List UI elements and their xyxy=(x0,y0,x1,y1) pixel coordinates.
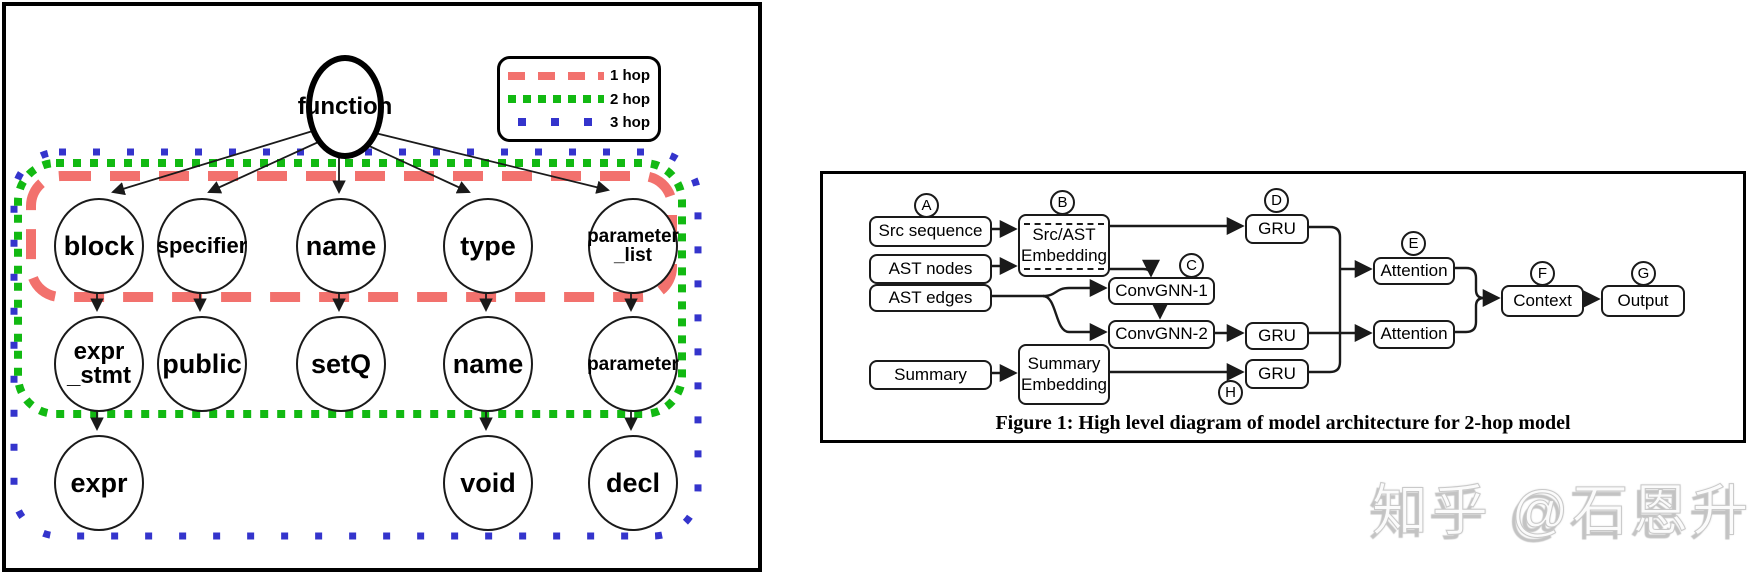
convgnn2-box: ConvGNN-2 xyxy=(1108,320,1215,349)
ast-edges-box: AST edges xyxy=(869,284,992,312)
attention-bottom-box: Attention xyxy=(1373,320,1455,349)
ast-hop-panel: function block specifier name type param… xyxy=(2,2,762,572)
marker-f: F xyxy=(1530,261,1555,286)
tree-node-expr: expr xyxy=(54,435,144,531)
gru-bottom-box: GRU xyxy=(1245,359,1309,389)
2hop-dot-swatch xyxy=(508,95,604,103)
legend-label-3hop: 3 hop xyxy=(610,113,650,131)
model-architecture-panel: Src sequence AST nodes AST edges Summary… xyxy=(820,171,1746,443)
gru-top-box: GRU xyxy=(1245,214,1309,244)
tree-node-parameter-list: parameter _list xyxy=(587,198,679,294)
marker-a: A xyxy=(914,193,939,218)
marker-e: E xyxy=(1401,231,1426,256)
1hop-dash-swatch xyxy=(508,71,604,80)
legend-row-2hop: 2 hop xyxy=(508,91,650,108)
embedding-dashed-divider-top xyxy=(1024,223,1104,225)
tree-node-name: name xyxy=(296,198,386,294)
tree-node-decl: decl xyxy=(588,435,678,531)
marker-c: C xyxy=(1179,253,1204,278)
ast-nodes-box: AST nodes xyxy=(869,254,992,284)
attention-top-box: Attention xyxy=(1373,257,1455,285)
tree-node-parameter: parameter xyxy=(587,316,679,412)
tree-node-function: function xyxy=(298,55,392,159)
legend-row-1hop: 1 hop xyxy=(508,67,650,84)
tree-arrows xyxy=(90,129,638,432)
tree-node-expr-stmt: expr _stmt xyxy=(54,316,144,412)
zhihu-watermark: 知乎 @石恩升 xyxy=(1371,479,1753,543)
marker-d: D xyxy=(1264,188,1289,213)
tree-node-type: type xyxy=(443,198,533,294)
src-ast-embedding-label: Src/AST Embedding xyxy=(1020,225,1107,265)
marker-h: H xyxy=(1218,380,1243,405)
tree-node-setq: setQ xyxy=(296,316,386,412)
hop-legend: 1 hop 2 hop 3 hop xyxy=(497,56,661,142)
marker-b: B xyxy=(1050,190,1075,215)
tree-node-specifier: specifier xyxy=(157,198,247,294)
convgnn1-box: ConvGNN-1 xyxy=(1108,277,1215,305)
gru-mid-box: GRU xyxy=(1245,322,1309,350)
marker-g: G xyxy=(1631,261,1656,286)
figure-caption: Figure 1: High level diagram of model ar… xyxy=(995,412,1571,434)
summary-embedding-box: Summary Embedding xyxy=(1018,344,1110,405)
tree-node-block: block xyxy=(54,198,144,294)
tree-node-void: void xyxy=(443,435,533,531)
context-box: Context xyxy=(1501,285,1584,317)
summary-box: Summary xyxy=(869,360,992,390)
hop-boundary-2hop xyxy=(14,159,686,418)
output-box: Output xyxy=(1601,285,1685,317)
3hop-dot-swatch xyxy=(518,118,604,127)
legend-label-2hop: 2 hop xyxy=(610,90,650,108)
tree-node-public: public xyxy=(157,316,247,412)
tree-node-name2: name xyxy=(443,316,533,412)
src-ast-embedding-box: Src/AST Embedding xyxy=(1018,214,1110,277)
hop-boundary-3hop xyxy=(10,148,702,540)
legend-row-3hop: 3 hop xyxy=(508,114,650,131)
embedding-dashed-divider-bottom xyxy=(1024,268,1104,270)
src-sequence-box: Src sequence xyxy=(869,216,992,247)
legend-label-1hop: 1 hop xyxy=(610,67,650,85)
